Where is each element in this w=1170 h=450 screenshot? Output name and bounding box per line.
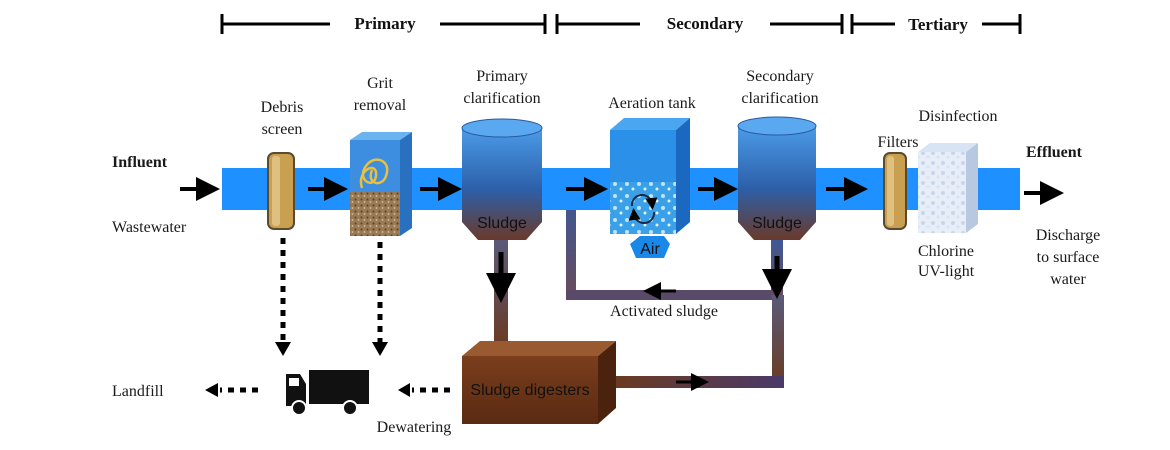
label-discharge-line3: water [1050,271,1086,288]
label-aeration-tank: Aeration tank [608,95,696,112]
grit-removal-tank [350,132,412,236]
label-disinfection: Disinfection [918,108,997,125]
stage-bracket-tertiary [850,14,1022,34]
cycle-icon [628,194,658,224]
primary-clarifier [461,118,543,240]
label-sludge-secondary: Sludge [752,215,802,232]
label-discharge-line1: Discharge [1036,227,1101,244]
label-uv-light: UV-light [918,263,975,280]
stage-label-primary: Primary [354,14,416,33]
label-secondary-clar-line2: clarification [741,90,818,107]
filter-unit [883,152,907,230]
truck-icon [286,370,369,416]
label-wastewater: Wastewater [112,219,187,236]
label-primary-clar-line2: clarification [463,90,540,107]
stage-label-secondary: Secondary [667,14,744,33]
label-air: Air [640,241,660,258]
label-debris-line1: Debris [261,99,304,116]
disinfection-unit [918,143,978,233]
label-dewatering: Dewatering [377,419,452,436]
label-sludge-digesters: Sludge digesters [470,382,589,399]
label-activated-sludge: Activated sludge [610,303,718,320]
label-landfill: Landfill [112,383,164,400]
label-effluent: Effluent [1026,144,1083,161]
label-grit-line2: removal [354,97,407,114]
label-grit-line1: Grit [367,75,393,92]
sludge-digesters [462,341,616,424]
secondary-clarifier [737,116,817,240]
aeration-tank [610,118,690,258]
label-sludge-primary: Sludge [477,215,527,232]
label-primary-clar-line1: Primary [476,68,528,85]
label-discharge-line2: to surface [1037,249,1100,266]
stage-label-tertiary: Tertiary [908,15,968,34]
stage-bracket-primary [220,14,547,34]
label-secondary-clar-line1: Secondary [746,68,814,85]
stage-bracket-secondary [555,14,844,34]
label-filters: Filters [878,134,919,151]
label-debris-line2: screen [262,121,303,138]
label-influent: Influent [112,154,168,171]
debris-screen [267,152,295,230]
label-chlorine: Chlorine [918,243,974,260]
spring-icon [359,158,389,189]
